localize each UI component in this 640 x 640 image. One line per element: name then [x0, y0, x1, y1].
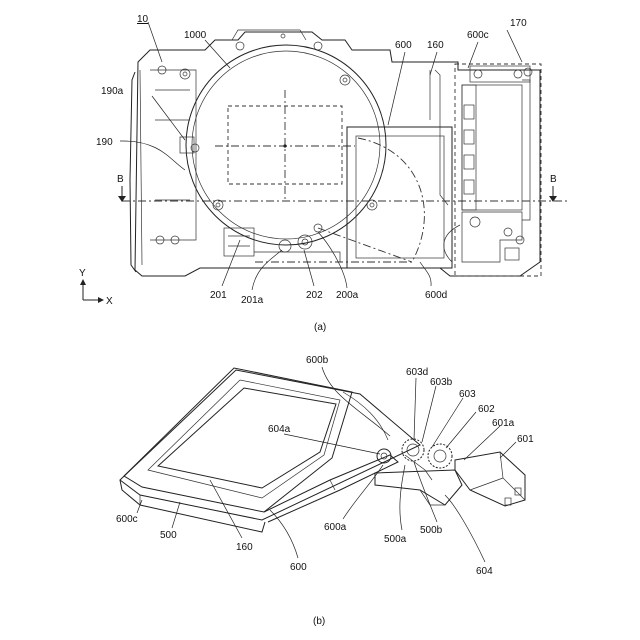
- label-160: 160: [427, 40, 444, 51]
- label-190a: 190a: [101, 86, 124, 97]
- figure-a-camera-body: [130, 30, 541, 276]
- label-202: 202: [306, 290, 323, 301]
- label-160-b: 160: [236, 542, 253, 553]
- label-604: 604: [476, 566, 493, 577]
- label-b-right: B: [550, 174, 557, 185]
- label-601: 601: [517, 434, 534, 445]
- axis-x-label: X: [106, 296, 113, 307]
- label-500b: 500b: [420, 525, 443, 536]
- label-190: 190: [96, 137, 113, 148]
- label-201a: 201a: [241, 295, 264, 306]
- label-500a: 500a: [384, 534, 407, 545]
- label-170: 170: [510, 18, 527, 29]
- label-500: 500: [160, 530, 177, 541]
- label-600d: 600d: [425, 290, 447, 301]
- label-10: 10: [137, 14, 149, 25]
- label-600c-b: 600c: [116, 514, 138, 525]
- label-201: 201: [210, 290, 227, 301]
- figure-a-caption: (a): [314, 322, 326, 333]
- label-600a: 600a: [324, 522, 347, 533]
- figure-b-caption: (b): [313, 616, 325, 627]
- label-200a: 200a: [336, 290, 359, 301]
- label-600-b: 600: [290, 562, 307, 573]
- label-600c: 600c: [467, 30, 489, 41]
- label-603b: 603b: [430, 377, 453, 388]
- label-604a: 604a: [268, 424, 291, 435]
- axis-y-label: Y: [79, 268, 86, 279]
- label-1000: 1000: [184, 30, 207, 41]
- label-600: 600: [395, 40, 412, 51]
- label-603d: 603d: [406, 367, 428, 378]
- label-600b: 600b: [306, 355, 329, 366]
- label-601a: 601a: [492, 418, 515, 429]
- figure-b-labels: 600b 603d 603b 603 602 601a 601 604a 600…: [116, 355, 534, 577]
- label-b-left: B: [117, 174, 124, 185]
- label-603: 603: [459, 389, 476, 400]
- axis-indicator: Y X: [79, 268, 113, 307]
- section-line-b: B B: [117, 174, 570, 202]
- label-602: 602: [478, 404, 495, 415]
